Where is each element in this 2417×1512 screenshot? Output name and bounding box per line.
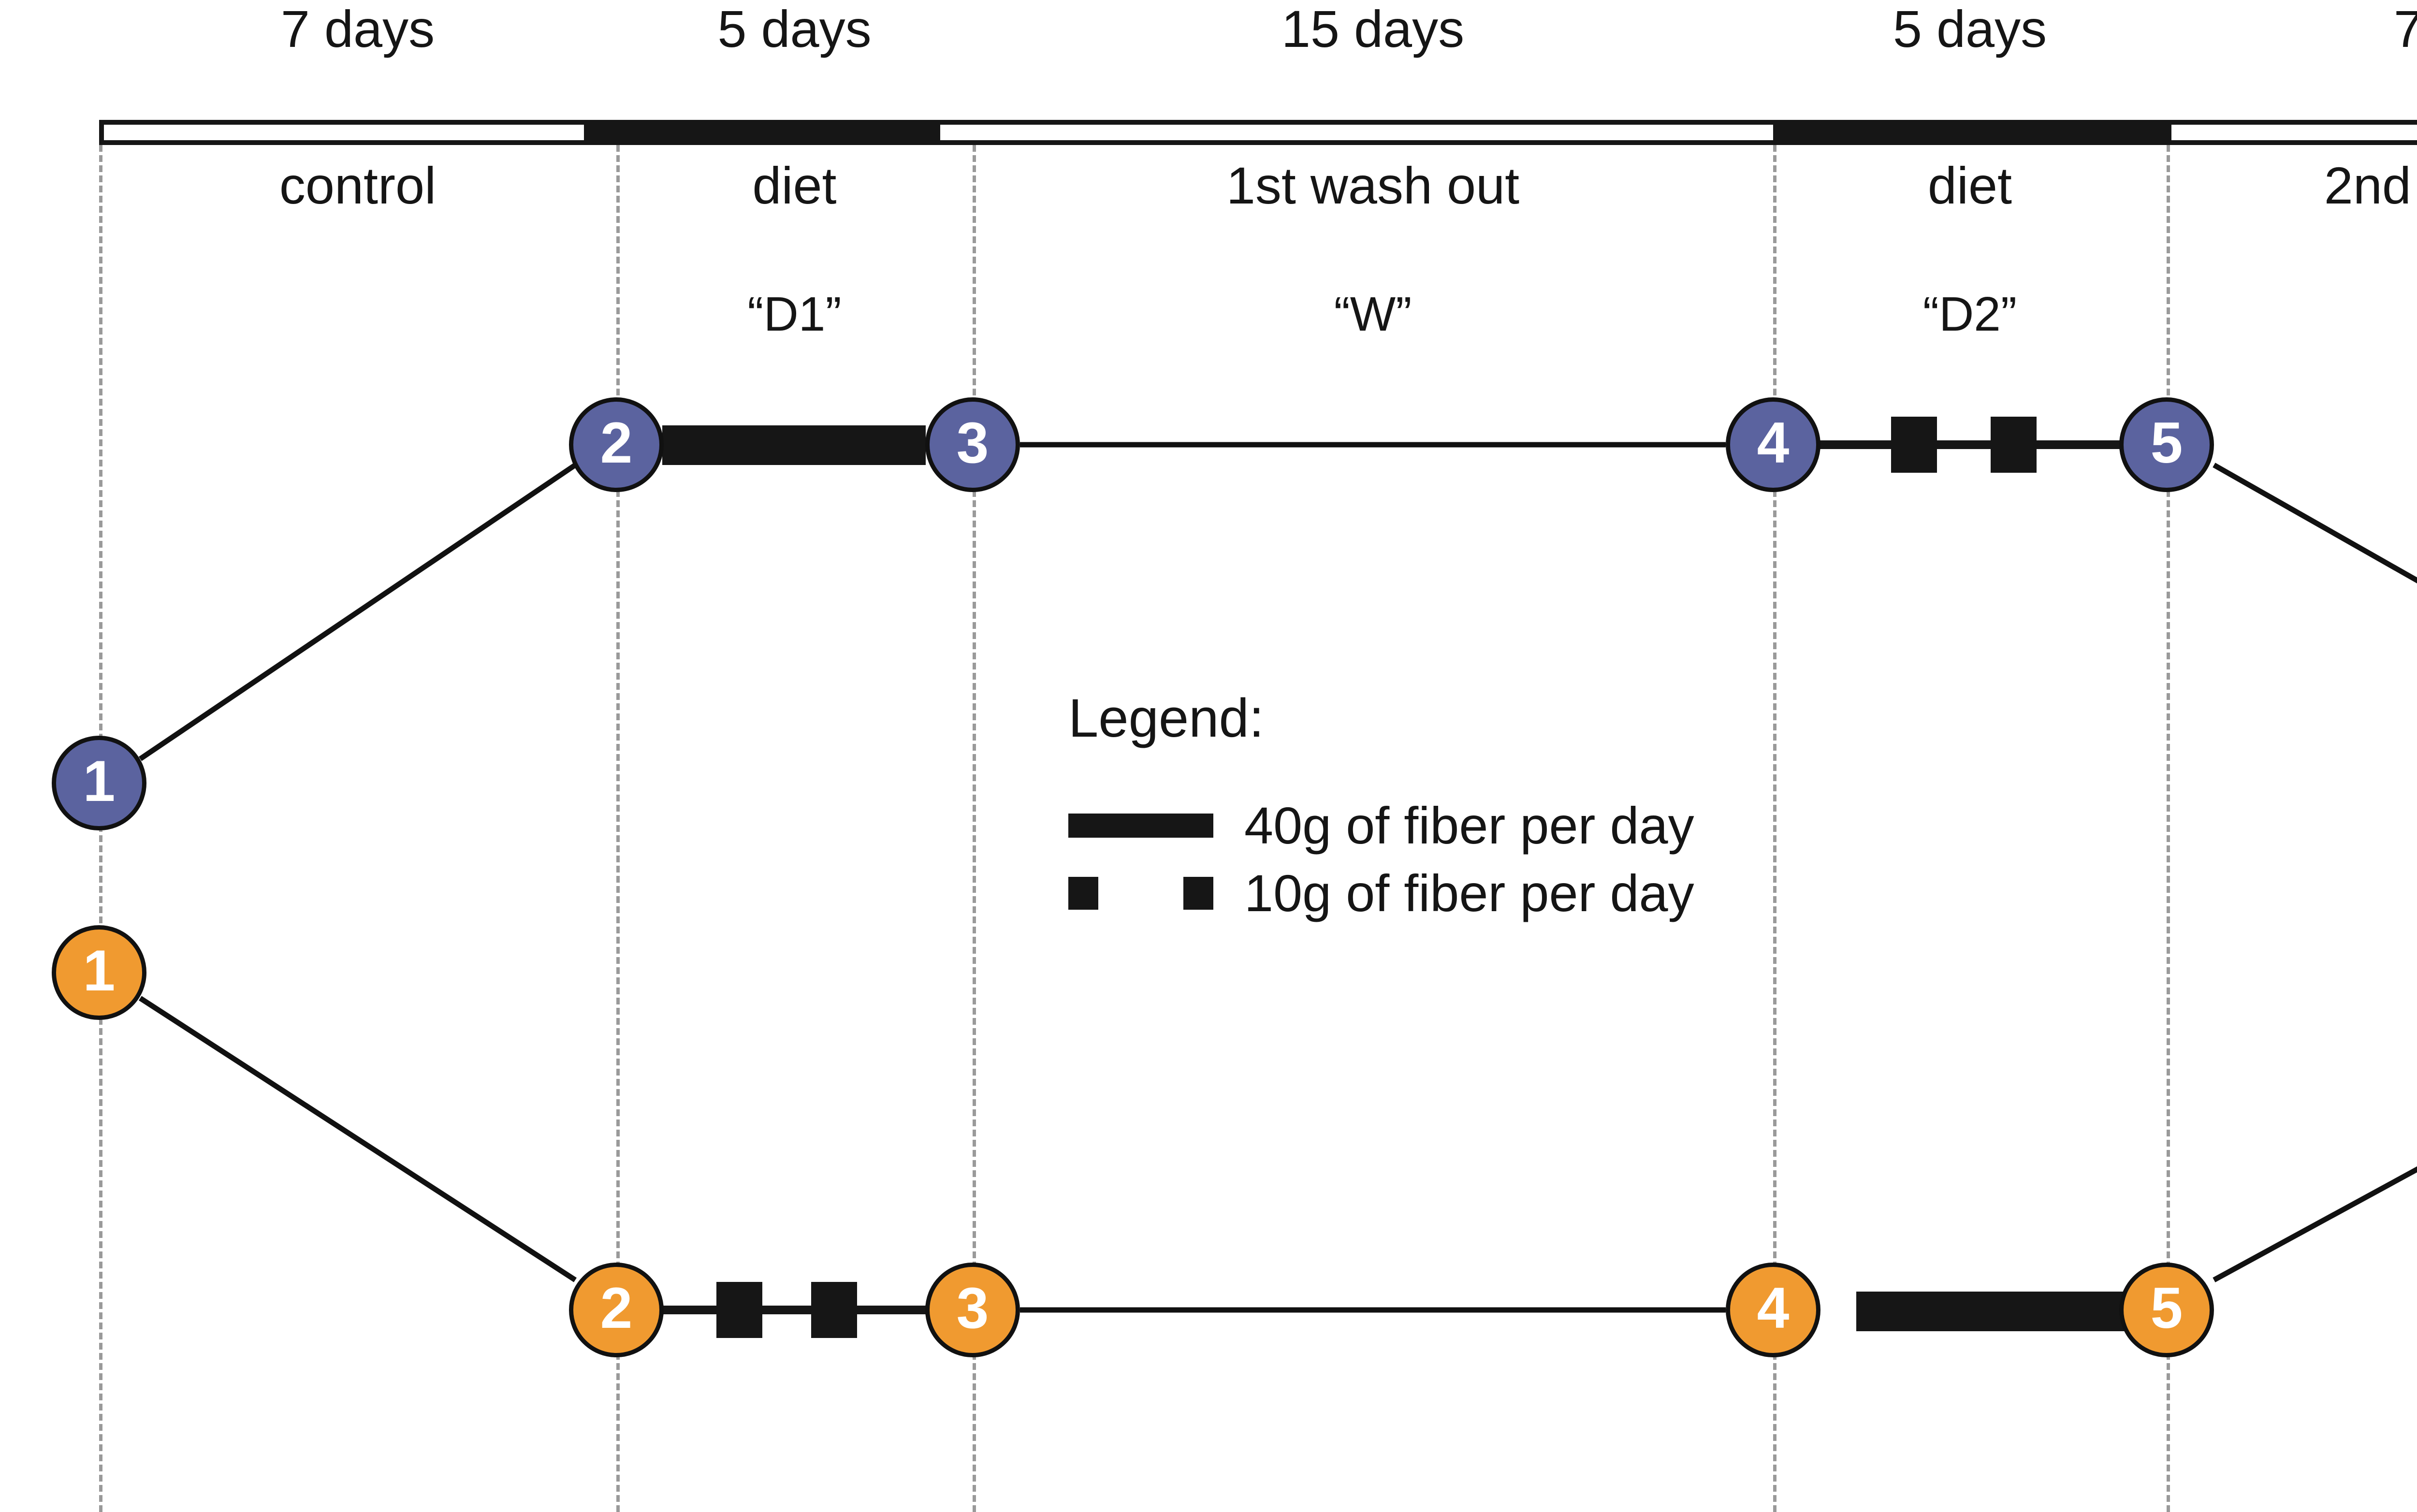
phase-label-washout1: 1st wash out (1226, 156, 1520, 215)
visit-node-orange-2[interactable]: 2 (569, 1263, 664, 1357)
legend-swatch-dashed-bar-icon (1068, 877, 1233, 910)
phase-duration-diet1: 5 days (717, 0, 872, 58)
timeline-segment-diet1 (584, 120, 940, 145)
visit-node-orange-5[interactable]: 5 (2119, 1263, 2214, 1357)
guide-line-v5 (2167, 145, 2170, 1512)
visit-node-orange-1[interactable]: 1 (52, 925, 146, 1020)
phase-code-w: “W” (1334, 287, 1412, 341)
phase-duration-diet2: 5 days (1893, 0, 2047, 58)
edge-orange-5-6 (2213, 1166, 2417, 1282)
visit-node-blue-3-label: 3 (956, 410, 989, 475)
legend-item-40g: 40g of fiber per day (1068, 792, 1694, 859)
visit-node-orange-4-label: 4 (1757, 1276, 1790, 1340)
edge-blue-1-2 (138, 463, 577, 761)
legend-item-10g: 10g of fiber per day (1068, 859, 1694, 927)
edge-orange-4-5-40g (1856, 1292, 2127, 1331)
visit-node-blue-4-label: 4 (1757, 410, 1790, 475)
legend-title: Legend: (1068, 688, 1264, 748)
visit-node-blue-4[interactable]: 4 (1726, 397, 1820, 492)
visit-node-blue-2[interactable]: 2 (569, 397, 664, 492)
visit-node-blue-5-label: 5 (2150, 410, 2183, 475)
phase-duration-washout1: 15 days (1281, 0, 1465, 58)
visit-node-blue-1[interactable]: 1 (52, 736, 146, 830)
guide-line-v4 (1773, 145, 1776, 1512)
timeline-segment-diet2 (1773, 120, 2171, 145)
phase-label-diet2: diet (1927, 156, 2012, 215)
visit-node-orange-3-label: 3 (956, 1276, 989, 1340)
visit-node-blue-5[interactable]: 5 (2119, 397, 2214, 492)
study-timeline-bar (99, 120, 2417, 145)
edge-blue-2-3-40g (662, 425, 926, 465)
phase-code-d1: “D1” (747, 287, 842, 341)
phase-label-control: control (279, 156, 437, 215)
visit-node-orange-1-label: 1 (83, 938, 116, 1003)
visit-node-orange-4[interactable]: 4 (1726, 1263, 1820, 1357)
visit-node-orange-5-label: 5 (2150, 1276, 2183, 1340)
phase-label-washout2: 2nd wash out (2324, 156, 2417, 215)
edge-blue-4-5-10g-dash-2 (1991, 417, 2037, 473)
visit-node-orange-3[interactable]: 3 (925, 1263, 1020, 1357)
visit-node-blue-3[interactable]: 3 (925, 397, 1020, 492)
phase-duration-control: 7 days (280, 0, 435, 58)
visit-node-blue-2-label: 2 (600, 410, 633, 475)
legend-swatch-solid-bar-icon (1068, 814, 1233, 838)
legend-label-40g: 40g of fiber per day (1244, 796, 1694, 855)
phase-code-d2: “D2” (1922, 287, 2017, 341)
guide-line-v3 (973, 145, 976, 1512)
legend-label-10g: 10g of fiber per day (1244, 864, 1694, 922)
phase-duration-washout2: 7 days (2393, 0, 2417, 58)
phase-label-diet1: diet (752, 156, 837, 215)
visit-node-blue-1-label: 1 (83, 749, 116, 814)
edge-orange-2-3-10g-dash-1 (716, 1282, 762, 1338)
guide-line-v2 (616, 145, 620, 1512)
legend: Legend: 40g of fiber per day 10g of fibe… (1068, 691, 1694, 927)
edge-blue-4-5-10g-dash-1 (1891, 417, 1937, 473)
visit-node-orange-2-label: 2 (600, 1276, 633, 1340)
edge-blue-5-6 (2213, 463, 2417, 583)
edge-orange-2-3-10g-dash-2 (811, 1282, 857, 1338)
edge-orange-1-2 (139, 996, 577, 1282)
